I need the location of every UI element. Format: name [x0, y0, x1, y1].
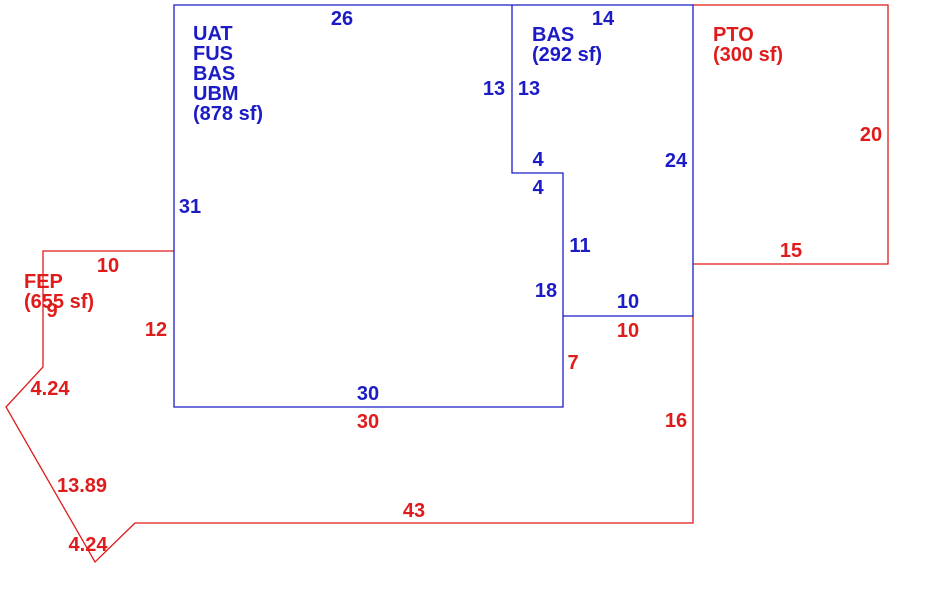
- dim-bas-right: 24: [665, 150, 688, 172]
- dim-main-left: 31: [179, 196, 201, 218]
- fep-area-sf: (655 sf): [24, 291, 94, 313]
- dim-bas-step: 11: [569, 235, 590, 257]
- dim-bas-left: 13: [518, 78, 540, 100]
- main-code-fus: FUS: [193, 43, 233, 65]
- main-area-sf: (878 sf): [193, 103, 263, 125]
- dim-fep-diag-bottom: 4.24: [69, 534, 109, 556]
- main-outline: [173, 4, 694, 408]
- dim-fep-left: 9: [46, 300, 57, 322]
- dim-main-top: 26: [331, 8, 353, 30]
- bas-area-sf: (292 sf): [532, 44, 602, 66]
- main-area-label: UAT FUS BAS UBM (878 sf): [193, 23, 263, 125]
- main-code-uat: UAT: [193, 23, 233, 45]
- pto-outline: [693, 4, 889, 265]
- pto-name: PTO: [713, 24, 754, 46]
- dim-fep-top: 10: [97, 255, 119, 277]
- dim-fep-diag-long: 13.89: [57, 475, 107, 497]
- dim-pto-bottom: 15: [780, 240, 802, 262]
- dim-main-right-lower: 18: [535, 280, 557, 302]
- bas-area-label: BAS (292 sf): [532, 24, 602, 66]
- dim-main-bottom: 30: [357, 383, 379, 405]
- dim-fep-diag-top: 4.24: [31, 378, 71, 400]
- dim-fep-step: 7: [567, 352, 578, 374]
- main-code-bas: BAS: [193, 63, 235, 85]
- dim-fep-inner: 12: [145, 319, 167, 341]
- dim-fep-right: 16: [665, 410, 687, 432]
- fep-outline: [5, 250, 694, 564]
- bas-divider: [511, 5, 564, 316]
- dim-main-notch: 4: [532, 177, 544, 199]
- dim-fep-under-main: 30: [357, 411, 379, 433]
- pto-area-label: PTO (300 sf): [713, 24, 783, 66]
- dim-bas-bottom: 10: [617, 291, 639, 313]
- dim-fep-step-top: 10: [617, 320, 639, 342]
- fep-name: FEP: [24, 271, 63, 293]
- fep-area-label: FEP (655 sf): [24, 271, 94, 313]
- main-code-ubm: UBM: [193, 83, 239, 105]
- dim-pto-right: 20: [860, 124, 882, 146]
- dim-main-right-upper: 13: [483, 78, 505, 100]
- dim-bas-notch: 4: [532, 149, 544, 171]
- bas-name: BAS: [532, 24, 574, 46]
- pto-area-sf: (300 sf): [713, 44, 783, 66]
- dim-fep-bottom: 43: [403, 500, 425, 522]
- dim-bas-top: 14: [592, 8, 615, 30]
